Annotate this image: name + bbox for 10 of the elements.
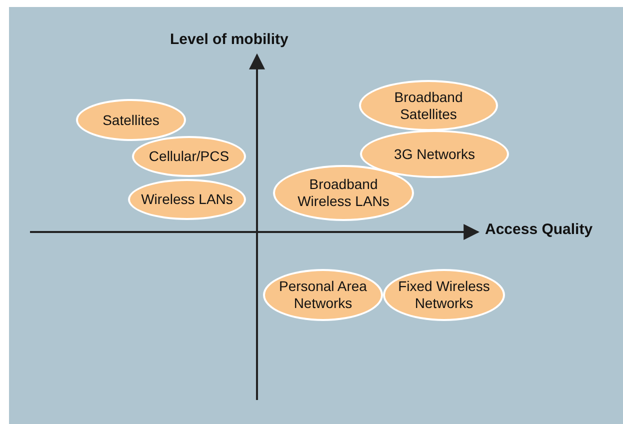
category-ellipse: Broadband Satellites <box>359 80 498 131</box>
category-ellipse: 3G Networks <box>360 130 509 178</box>
category-ellipse: Fixed Wireless Networks <box>383 269 505 321</box>
category-ellipse: Satellites <box>76 99 186 141</box>
category-ellipse: Broadband Wireless LANs <box>273 165 414 221</box>
category-ellipse: Personal Area Networks <box>263 269 383 321</box>
category-ellipse: Wireless LANs <box>128 179 246 220</box>
category-ellipse: Cellular/PCS <box>132 136 246 177</box>
axis-label: Level of mobility <box>170 31 288 48</box>
axis-label: Access Quality <box>485 221 593 238</box>
